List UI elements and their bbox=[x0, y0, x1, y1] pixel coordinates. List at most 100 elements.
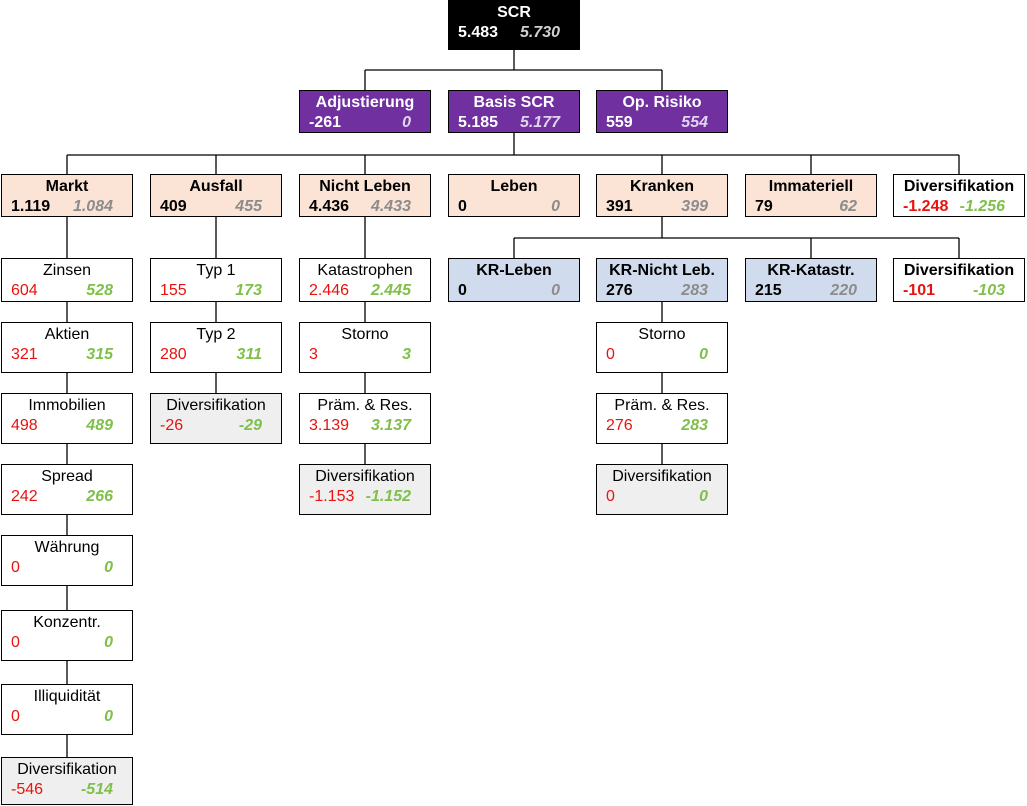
node-ausfall: Ausfall 409 455 bbox=[150, 174, 282, 217]
value-previous: 2.445 bbox=[370, 282, 411, 299]
value-previous: 0 bbox=[104, 634, 113, 651]
node-title: Diversifikation bbox=[903, 178, 1015, 195]
value-previous: 5.730 bbox=[519, 24, 560, 41]
value-current: -546 bbox=[11, 781, 44, 798]
value-current: 559 bbox=[606, 114, 633, 131]
node-title: KR-Katastr. bbox=[767, 262, 855, 279]
node-title: Diversifikation bbox=[166, 397, 266, 414]
node-title: Währung bbox=[34, 539, 100, 556]
value-previous: 0 bbox=[402, 114, 411, 131]
node-praem-res-nicht-leben: Präm. & Res. 3.139 3.137 bbox=[299, 393, 431, 444]
value-previous: -1.152 bbox=[365, 488, 411, 505]
node-diversifikation-nicht-leben: Diversifikation -1.153 -1.152 bbox=[299, 464, 431, 515]
value-previous: 1.084 bbox=[72, 198, 113, 215]
value-previous: 0 bbox=[699, 488, 708, 505]
node-title: Katastrophen bbox=[317, 262, 413, 279]
node-title: Präm. & Res. bbox=[317, 397, 413, 414]
node-konzentr: Konzentr. 0 0 bbox=[1, 610, 133, 661]
value-previous: -1.256 bbox=[959, 198, 1005, 215]
node-title: Typ 2 bbox=[196, 326, 236, 343]
value-current: -26 bbox=[160, 417, 184, 434]
value-current: 321 bbox=[11, 346, 38, 363]
node-title: Typ 1 bbox=[196, 262, 236, 279]
value-previous: 0 bbox=[551, 282, 560, 299]
value-current: 409 bbox=[160, 198, 187, 215]
value-current: 276 bbox=[606, 417, 633, 434]
node-diversifikation-kr-nicht-leben: Diversifikation 0 0 bbox=[596, 464, 728, 515]
value-previous: 489 bbox=[86, 417, 113, 434]
value-current: 0 bbox=[606, 488, 615, 505]
value-previous: 0 bbox=[699, 346, 708, 363]
value-current: 0 bbox=[458, 198, 467, 215]
node-title: Immobilien bbox=[28, 397, 106, 414]
value-previous: -103 bbox=[972, 282, 1005, 299]
value-current: 3 bbox=[309, 346, 318, 363]
value-previous: 455 bbox=[235, 198, 262, 215]
node-storno-nicht-leben: Storno 3 3 bbox=[299, 322, 431, 373]
value-current: 3.139 bbox=[309, 417, 350, 434]
value-current: 498 bbox=[11, 417, 38, 434]
node-title: Zinsen bbox=[42, 262, 92, 279]
value-current: 0 bbox=[11, 559, 20, 576]
value-current: 0 bbox=[11, 634, 20, 651]
value-current: -1.248 bbox=[903, 198, 949, 215]
value-previous: 283 bbox=[681, 417, 708, 434]
node-title: Storno bbox=[341, 326, 389, 343]
node-storno-kranken: Storno 0 0 bbox=[596, 322, 728, 373]
node-praem-res-kranken: Präm. & Res. 276 283 bbox=[596, 393, 728, 444]
value-previous: 0 bbox=[104, 708, 113, 725]
value-previous: 220 bbox=[830, 282, 857, 299]
value-previous: 0 bbox=[104, 559, 113, 576]
value-current: 280 bbox=[160, 346, 187, 363]
value-previous: 3.137 bbox=[370, 417, 411, 434]
value-current: 0 bbox=[458, 282, 467, 299]
value-current: 276 bbox=[606, 282, 633, 299]
value-previous: 5.177 bbox=[519, 114, 560, 131]
node-title: Illiquidität bbox=[33, 688, 101, 705]
node-title: Op. Risiko bbox=[622, 94, 702, 111]
node-immateriell: Immateriell 79 62 bbox=[745, 174, 877, 217]
value-previous: 4.433 bbox=[370, 198, 411, 215]
value-previous: 311 bbox=[236, 346, 262, 363]
value-current: 5.483 bbox=[458, 24, 499, 41]
node-title: Nicht Leben bbox=[319, 178, 411, 195]
node-title: Leben bbox=[490, 178, 538, 195]
node-title: Aktien bbox=[44, 326, 90, 343]
node-diversifikation-kranken: Diversifikation -101-103 bbox=[893, 258, 1025, 302]
value-previous: 315 bbox=[86, 346, 113, 363]
value-current: 5.185 bbox=[458, 114, 499, 131]
value-previous: 0 bbox=[551, 198, 560, 215]
node-typ2: Typ 2 280 311 bbox=[150, 322, 282, 373]
value-current: 0 bbox=[606, 346, 615, 363]
value-previous: 3 bbox=[402, 346, 411, 363]
value-current: 2.446 bbox=[309, 282, 350, 299]
node-title: Präm. & Res. bbox=[614, 397, 710, 414]
value-current: 4.436 bbox=[309, 198, 350, 215]
value-previous: 283 bbox=[681, 282, 708, 299]
node-title: Diversifikation bbox=[612, 468, 712, 485]
value-previous: -514 bbox=[80, 781, 113, 798]
value-previous: 266 bbox=[86, 488, 113, 505]
value-current: -1.153 bbox=[309, 488, 355, 505]
value-previous: 62 bbox=[839, 198, 857, 215]
node-title: Diversifikation bbox=[315, 468, 415, 485]
node-immobilien: Immobilien 498 489 bbox=[1, 393, 133, 444]
node-title: Storno bbox=[638, 326, 686, 343]
node-title: Ausfall bbox=[189, 178, 243, 195]
node-title: SCR bbox=[497, 4, 531, 21]
node-title: KR-Nicht Leb. bbox=[609, 262, 715, 279]
value-current: -101 bbox=[903, 282, 936, 299]
value-previous: -29 bbox=[238, 417, 262, 434]
node-title: Immateriell bbox=[768, 178, 854, 195]
value-current: 79 bbox=[755, 198, 773, 215]
value-previous: 528 bbox=[86, 282, 113, 299]
node-title: Markt bbox=[45, 178, 89, 195]
node-title: Konzentr. bbox=[33, 614, 101, 631]
